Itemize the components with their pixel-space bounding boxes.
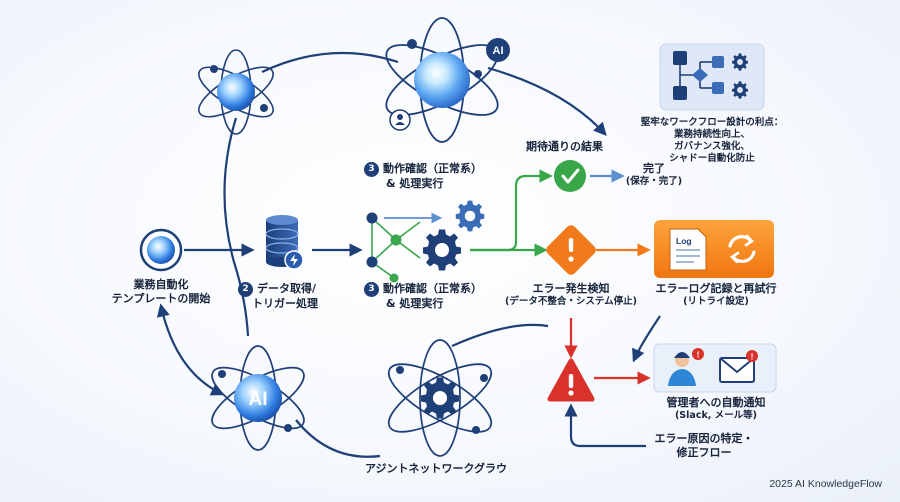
- line-log-to-alert: [632, 315, 661, 363]
- database-icon: [265, 215, 304, 270]
- error-detect-line1: エラー発生検知: [532, 282, 610, 295]
- agent-network-label: アジントネットワークグラウ: [364, 462, 508, 475]
- start-label: 業務自動化 テンプレートの開始: [112, 278, 211, 307]
- arrow-network-to-notify: [451, 323, 549, 348]
- network-gear-icon: [421, 377, 459, 419]
- error-detect-line2: (データ不整合・システム停止): [505, 296, 637, 308]
- root-cause-line2: 修正フロー: [676, 446, 732, 460]
- network-graph-icon: [366, 212, 443, 283]
- start-node: [139, 228, 183, 272]
- line-ai-to-network: [295, 419, 381, 458]
- benefits-line4: シャドー自動化防止: [669, 152, 755, 164]
- footer-credit: 2025 AI KnowledgeFlow: [769, 478, 882, 490]
- arrow-rootcause-to-alert: [564, 403, 646, 448]
- complete-label: 完了 (保存・完了): [626, 162, 682, 189]
- atom-ai-core: AI: [211, 345, 305, 451]
- lightning-icon: [284, 250, 304, 270]
- atom-top-left: [198, 49, 274, 135]
- ai-badge-text: AI: [493, 45, 504, 57]
- benefits-line3: ガバナンス強化、: [674, 140, 750, 152]
- benefits-text: 堅牢なワークフロー設計の利点： 業務持続性向上、 ガバナンス強化、 シャドー自動…: [641, 117, 784, 165]
- gear-icon-small: [455, 200, 485, 232]
- benefits-line2: 業務持続性向上、: [673, 128, 751, 140]
- start-label-line2: テンプレートの開始: [111, 292, 211, 306]
- step-number-badge: 2: [238, 282, 253, 297]
- log-retry-label: エラーログ記録と再試行 (リトライ設定): [656, 282, 777, 309]
- mail-icon: !: [719, 350, 758, 383]
- notify-line1: 管理者への自動通知: [666, 396, 766, 409]
- complete-line2: (保存・完了): [625, 176, 683, 188]
- expected-result-label: 期待通りの結果: [526, 140, 603, 153]
- success-check-icon: [554, 160, 586, 192]
- start-label-line1: 業務自動化: [133, 278, 189, 291]
- check-top-label: 3 動作確認（正常系） & 処理実行: [364, 162, 482, 191]
- notify-line2: (Slack, メール等): [674, 410, 758, 422]
- arrow-top-to-expected: [487, 66, 607, 136]
- complete-line1: 完了: [643, 162, 665, 175]
- atom-agent-network: [387, 339, 493, 457]
- arrow-start-to-ai: [156, 303, 225, 396]
- check-top-line2: & 処理実行: [386, 177, 444, 190]
- log-document-icon: Log: [669, 228, 707, 271]
- step-number-badge: 3: [364, 282, 379, 297]
- log-retry-box: Log: [654, 220, 774, 278]
- notify-panel: ! !: [653, 343, 777, 393]
- data-fetch-line2: トリガー処理: [252, 297, 318, 310]
- check-mid-line2: & 処理実行: [386, 297, 444, 310]
- data-fetch-label: 2 データ取得/ トリガー処理: [238, 282, 318, 311]
- error-detect-label: エラー発生検知 (データ不整合・システム停止): [505, 282, 637, 309]
- benefits-flow-icon: [659, 43, 765, 111]
- data-fetch-line1: データ取得/: [257, 282, 317, 295]
- svg-text:!: !: [697, 350, 700, 360]
- notify-label: 管理者への自動通知 (Slack, メール等): [667, 396, 766, 423]
- atom-top-center: AI: [385, 17, 510, 143]
- error-warning-icon: [546, 225, 596, 275]
- gear-icon-large: [423, 229, 461, 271]
- retry-icon: [728, 234, 756, 264]
- check-top-line1: 動作確認（正常系）: [383, 162, 482, 175]
- root-cause-label: エラー原因の特定・ 修正フロー: [655, 432, 754, 461]
- user-icon: [389, 109, 411, 131]
- svg-text:!: !: [751, 352, 754, 362]
- root-cause-line1: エラー原因の特定・: [654, 432, 754, 445]
- ai-core-text: AI: [249, 389, 268, 410]
- step-number-badge: 3: [364, 162, 379, 177]
- admin-person-icon: !: [668, 348, 704, 386]
- ai-badge-icon: AI: [486, 38, 510, 62]
- benefits-line1: 堅牢なワークフロー設計の利点：: [640, 117, 784, 128]
- arrow-atom-left-to-top: [261, 51, 399, 73]
- log-retry-line1: エラーログ記録と再試行: [655, 282, 777, 295]
- log-doc-text: Log: [676, 236, 692, 246]
- connector-arrows: [156, 51, 661, 458]
- check-mid-label: 3 動作確認（正常系） & 処理実行: [364, 282, 482, 311]
- alert-triangle-icon: [547, 358, 595, 402]
- check-mid-line1: 動作確認（正常系）: [383, 282, 482, 295]
- log-retry-line2: (リトライ設定): [683, 296, 749, 308]
- arrow-check-to-success: [470, 169, 553, 252]
